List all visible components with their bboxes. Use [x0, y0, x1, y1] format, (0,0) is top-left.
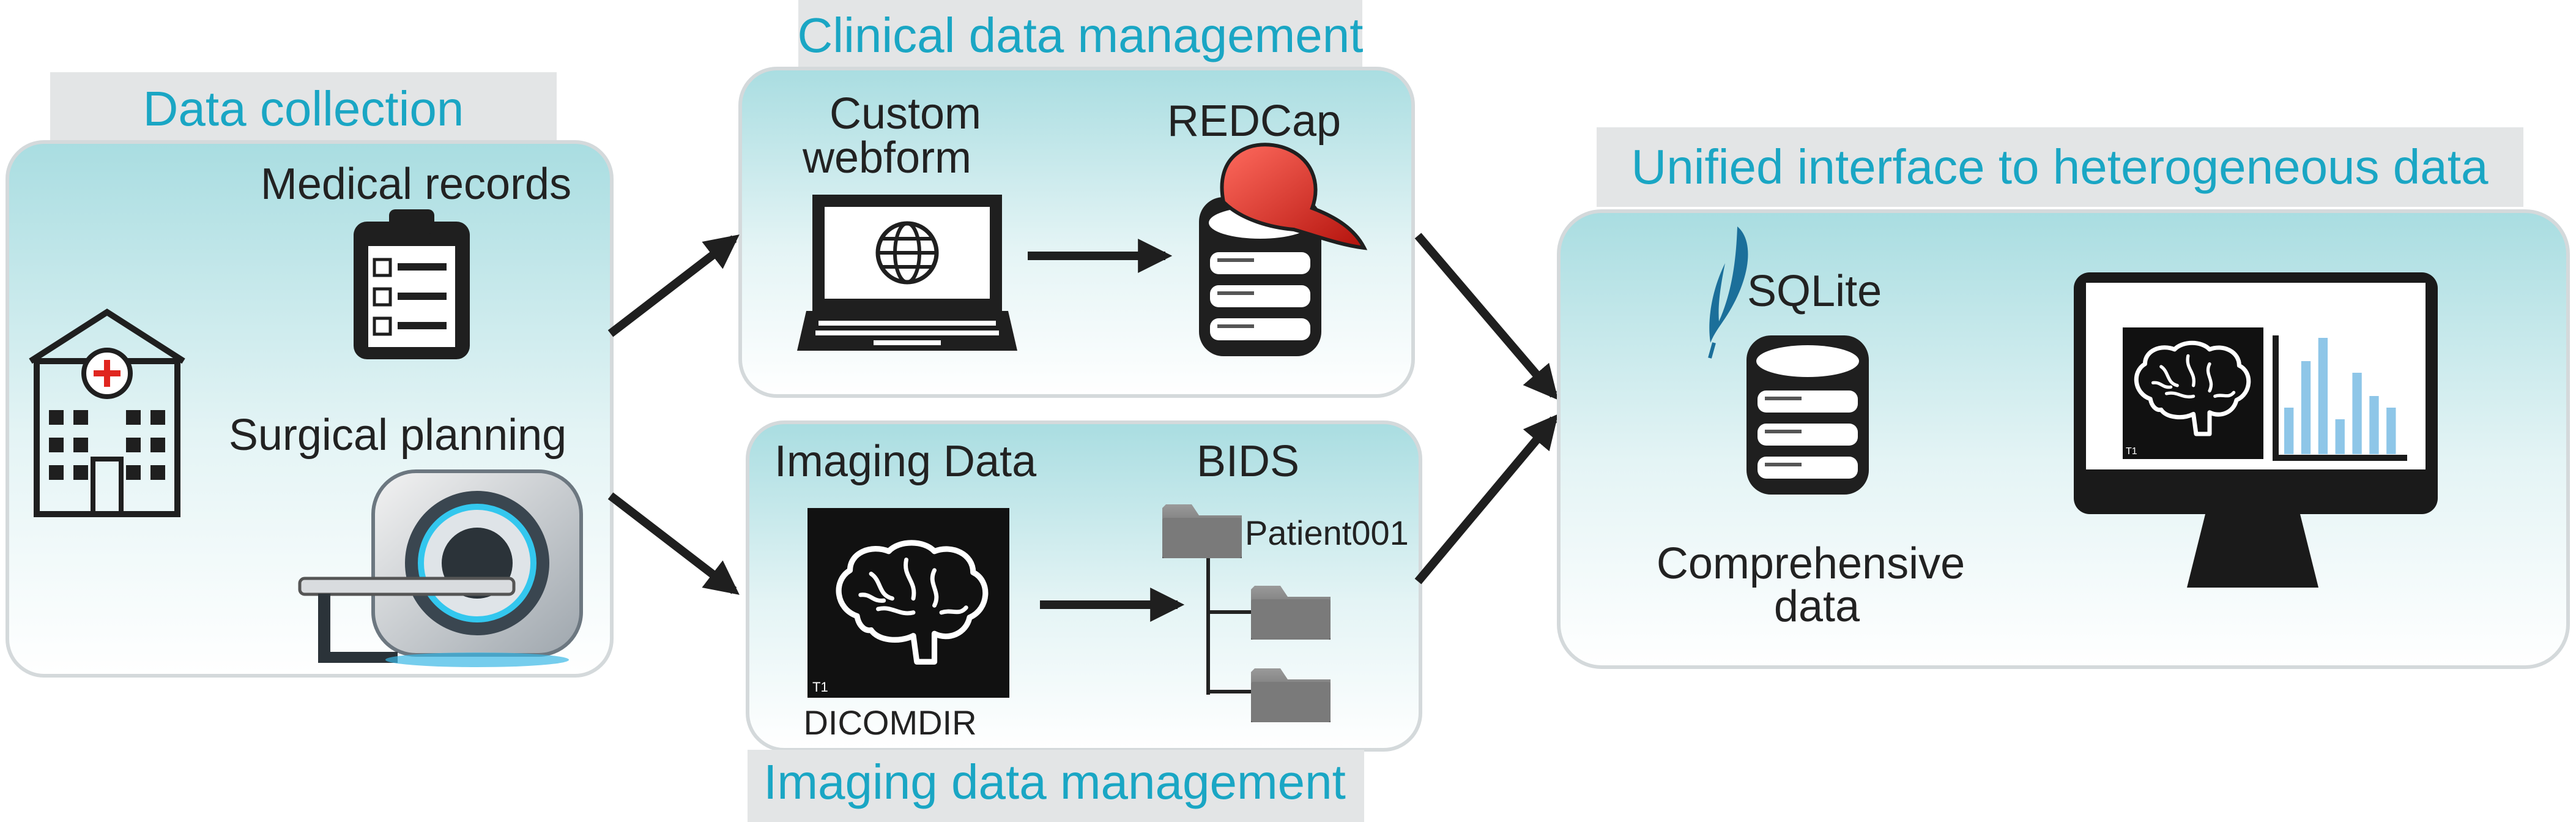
collection-to-imaging-arrow: [607, 492, 740, 595]
monitor-chart-axis: [2273, 335, 2407, 461]
bids-label: BIDS: [1197, 437, 1299, 486]
clinical-to-unified-arrow: [1414, 233, 1559, 400]
medical-records-label: Medical records: [261, 160, 571, 209]
monitor-chart-bar: [2284, 408, 2294, 454]
monitor-mri-thumbnail: [2123, 327, 2263, 459]
unified-interface-section: Unified interface to heterogeneous data …: [1557, 127, 2570, 669]
patient-folder-label: Patient001: [1245, 514, 1409, 552]
redcap-database-icon: [1199, 143, 1368, 356]
monitor-chart-bar: [2352, 373, 2362, 454]
redcap-hat-icon: [1220, 143, 1368, 250]
monitor-chart-bar: [2369, 396, 2379, 454]
monitor-chart-bar: [2301, 361, 2311, 454]
clipboard-icon: [354, 209, 470, 359]
sqlite-feather-icon: [1708, 226, 1748, 359]
surgical-planning-label: Surgical planning: [229, 411, 566, 460]
imaging-to-unified-arrow: [1414, 414, 1559, 585]
monitor-icon: T1: [2074, 272, 2438, 588]
collection-to-clinical-arrow: [607, 234, 740, 337]
unified-interface-title: Unified interface to heterogeneous data: [1631, 140, 2489, 194]
unified-interface-tab: [1597, 127, 2523, 207]
comprehensive-data-label: Comprehensive data: [1657, 539, 1977, 631]
laptop-icon: [797, 195, 1017, 351]
redcap-label: REDCap: [1167, 97, 1341, 146]
monitor-chart-bar: [2335, 419, 2345, 454]
monitor-bar-chart: [2273, 335, 2407, 461]
imaging-data-title: Imaging data management: [763, 755, 1346, 809]
imaging-data-tab: [748, 750, 1364, 822]
imaging-data-section: Imaging Data T1 DICOMDIR BIDS Patient001…: [746, 420, 1422, 822]
ct-scanner-icon: [298, 469, 583, 667]
dicom-t1-label: T1: [812, 679, 828, 695]
data-collection-title: Data collection: [143, 81, 464, 136]
clinical-data-section: Clinical data management Custom webform …: [738, 0, 1415, 398]
sqlite-database-icon: [1746, 335, 1869, 495]
clinical-data-title: Clinical data management: [798, 8, 1364, 62]
data-collection-section: Data collection Medical records: [6, 72, 614, 678]
mri-scan-icon: T1: [807, 508, 1009, 698]
clinical-data-tab: [798, 0, 1362, 72]
data-collection-tab: [50, 72, 557, 152]
bids-tree: Patient001: [1162, 504, 1409, 722]
custom-webform-label: Custom webform: [802, 89, 993, 182]
monitor-t1-label: T1: [2126, 446, 2137, 457]
sqlite-label: SQLite: [1747, 267, 1882, 316]
imaging-data-label: Imaging Data: [774, 437, 1037, 486]
monitor-chart-bar: [2386, 408, 2396, 454]
monitor-chart-bar: [2318, 338, 2328, 454]
dicomdir-label: DICOMDIR: [803, 703, 976, 742]
hospital-icon: [29, 308, 185, 517]
